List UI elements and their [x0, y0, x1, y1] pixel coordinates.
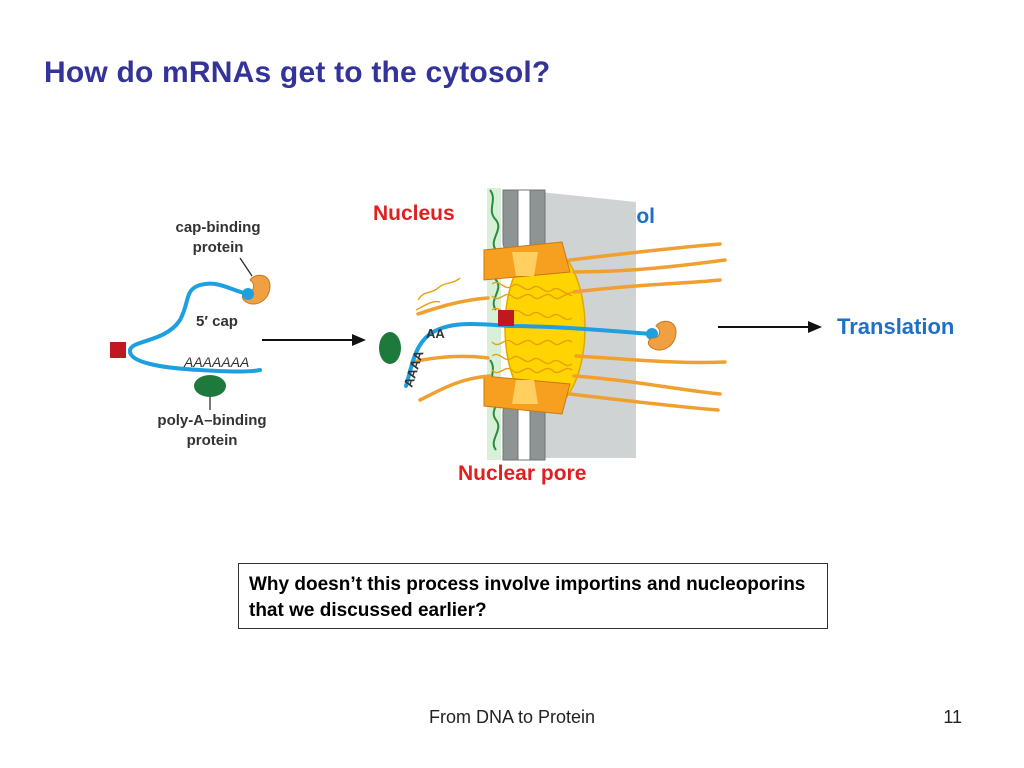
cytoplasmic-filaments: [568, 242, 727, 412]
poly-a-tail-export-label-aa: AA: [426, 326, 445, 341]
page-number: 11: [943, 707, 962, 727]
poly-a-binding-label-line1: poly-A–binding: [157, 412, 266, 429]
mrna-export-diagram: cap-binding protein 5′ cap AAAAAAA poly-…: [110, 188, 954, 485]
nuclear-basket-filaments: [410, 296, 492, 402]
poly-a-tail-label: AAAAAAA: [183, 354, 249, 370]
question-box: Why doesn’t this process involve importi…: [238, 563, 828, 629]
poly-a-binding-protein-export-icon: [379, 332, 401, 364]
nuclear-pore-label: Nuclear pore: [458, 462, 586, 485]
poly-a-binding-protein-icon: [194, 375, 226, 397]
cap-binding-protein-export-icon: [647, 320, 677, 351]
cap-binding-label-line2: protein: [193, 239, 244, 256]
translation-label: Translation: [837, 314, 954, 339]
red-marker-left: [110, 342, 126, 358]
poly-a-tail-export-label-aaaa: AAAA: [401, 348, 427, 389]
nuclear-envelope-top: [502, 189, 546, 252]
arrow-to-translation-icon: [718, 321, 822, 333]
slide-title: How do mRNAs get to the cytosol?: [44, 56, 551, 89]
red-marker-export: [498, 310, 514, 326]
poly-a-binding-label-line2: protein: [187, 432, 238, 449]
five-prime-cap-export-icon: [646, 328, 658, 340]
five-prime-cap-label: 5′ cap: [196, 313, 238, 330]
cap-binding-leader-line: [239, 257, 253, 277]
five-prime-cap-icon: [242, 288, 254, 300]
cap-binding-label-line1: cap-binding: [176, 219, 261, 236]
footer-title: From DNA to Protein: [428, 707, 596, 727]
nuclear-pore-complex-icon: [483, 241, 571, 415]
mrna-strand-left: [128, 281, 262, 374]
fg-repeat-mesh: [415, 277, 573, 374]
arrow-right-icon: [262, 334, 366, 346]
nucleus-label: Nucleus: [373, 202, 455, 225]
mrna-strand-export: [404, 321, 654, 388]
